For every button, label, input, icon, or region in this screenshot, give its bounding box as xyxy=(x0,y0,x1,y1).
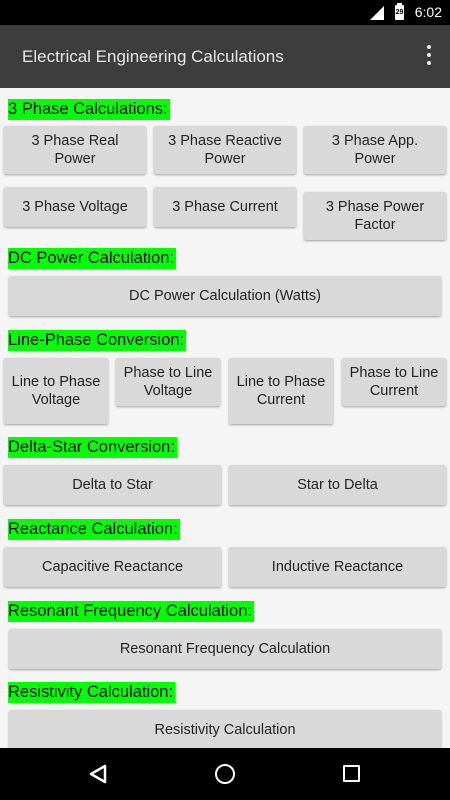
3-phase-power-factor-button[interactable]: 3 Phase Power Factor xyxy=(304,192,446,240)
section-heading-3-phase: 3 Phase Calculations: xyxy=(8,99,170,120)
phase-to-line-current-button[interactable]: Phase to Line Current xyxy=(342,358,446,406)
calculations-list[interactable]: 3 Phase Calculations: 3 Phase Real Power… xyxy=(0,88,450,748)
battery-level: 29 xyxy=(395,9,404,16)
signal-icon xyxy=(370,6,384,20)
delta-to-star-button[interactable]: Delta to Star xyxy=(4,465,221,505)
3-phase-apparent-power-button[interactable]: 3 Phase App. Power xyxy=(304,126,446,174)
3-phase-current-button[interactable]: 3 Phase Current xyxy=(154,187,296,227)
overflow-menu-icon[interactable] xyxy=(426,45,432,69)
3-phase-reactive-power-button[interactable]: 3 Phase Reactive Power xyxy=(154,126,296,174)
section-heading-line-phase: Line-Phase Conversion: xyxy=(8,330,187,351)
section-heading-resonant-frequency: Resonant Frequency Calculation: xyxy=(8,601,254,622)
phase-to-line-voltage-button[interactable]: Phase to Line Voltage xyxy=(116,358,220,406)
recents-icon[interactable] xyxy=(343,765,360,782)
line-to-phase-voltage-button[interactable]: Line to Phase Voltage xyxy=(4,358,108,424)
3-phase-real-power-button[interactable]: 3 Phase Real Power xyxy=(4,126,146,174)
line-to-phase-current-button[interactable]: Line to Phase Current xyxy=(229,358,333,424)
home-icon[interactable] xyxy=(215,764,235,784)
inductive-reactance-button[interactable]: Inductive Reactance xyxy=(229,547,446,587)
back-icon[interactable] xyxy=(89,764,107,784)
section-heading-dc-power: DC Power Calculation: xyxy=(8,248,176,269)
section-heading-delta-star: Delta-Star Conversion: xyxy=(8,437,177,458)
status-bar: 29 6:02 xyxy=(0,0,450,25)
capacitive-reactance-button[interactable]: Capacitive Reactance xyxy=(4,547,221,587)
dc-power-calculation-button[interactable]: DC Power Calculation (Watts) xyxy=(9,276,441,316)
resistivity-calculation-button[interactable]: Resistivity Calculation xyxy=(9,710,441,748)
battery-icon: 29 xyxy=(395,3,404,20)
navigation-bar xyxy=(0,748,450,800)
app-bar: Electrical Engineering Calculations xyxy=(0,25,450,88)
star-to-delta-button[interactable]: Star to Delta xyxy=(229,465,446,505)
app-title: Electrical Engineering Calculations xyxy=(22,47,284,66)
status-time: 6:02 xyxy=(414,4,442,20)
resonant-frequency-calculation-button[interactable]: Resonant Frequency Calculation xyxy=(9,629,441,669)
3-phase-voltage-button[interactable]: 3 Phase Voltage xyxy=(4,187,146,227)
section-heading-reactance: Reactance Calculation: xyxy=(8,519,180,540)
section-heading-resistivity: Resistivity Calculation: xyxy=(8,682,176,703)
